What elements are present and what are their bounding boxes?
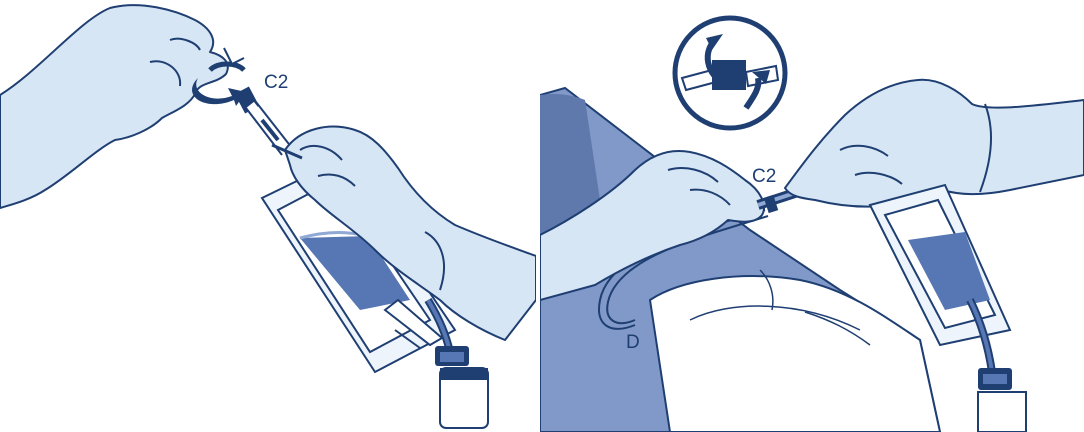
label-c2-right: C2 [752,166,776,187]
right-illustration: D C2 [540,0,1084,432]
right-illustration-svg: D C2 [540,0,1084,432]
left-illustration: C2 [0,0,536,432]
label-d: D [626,332,640,353]
left-glove-hand-icon [0,5,228,208]
vial-icon [435,346,488,428]
left-illustration-svg: C2 [0,0,536,432]
label-c2-left: C2 [264,72,288,93]
connector-twist-icon [675,18,785,128]
